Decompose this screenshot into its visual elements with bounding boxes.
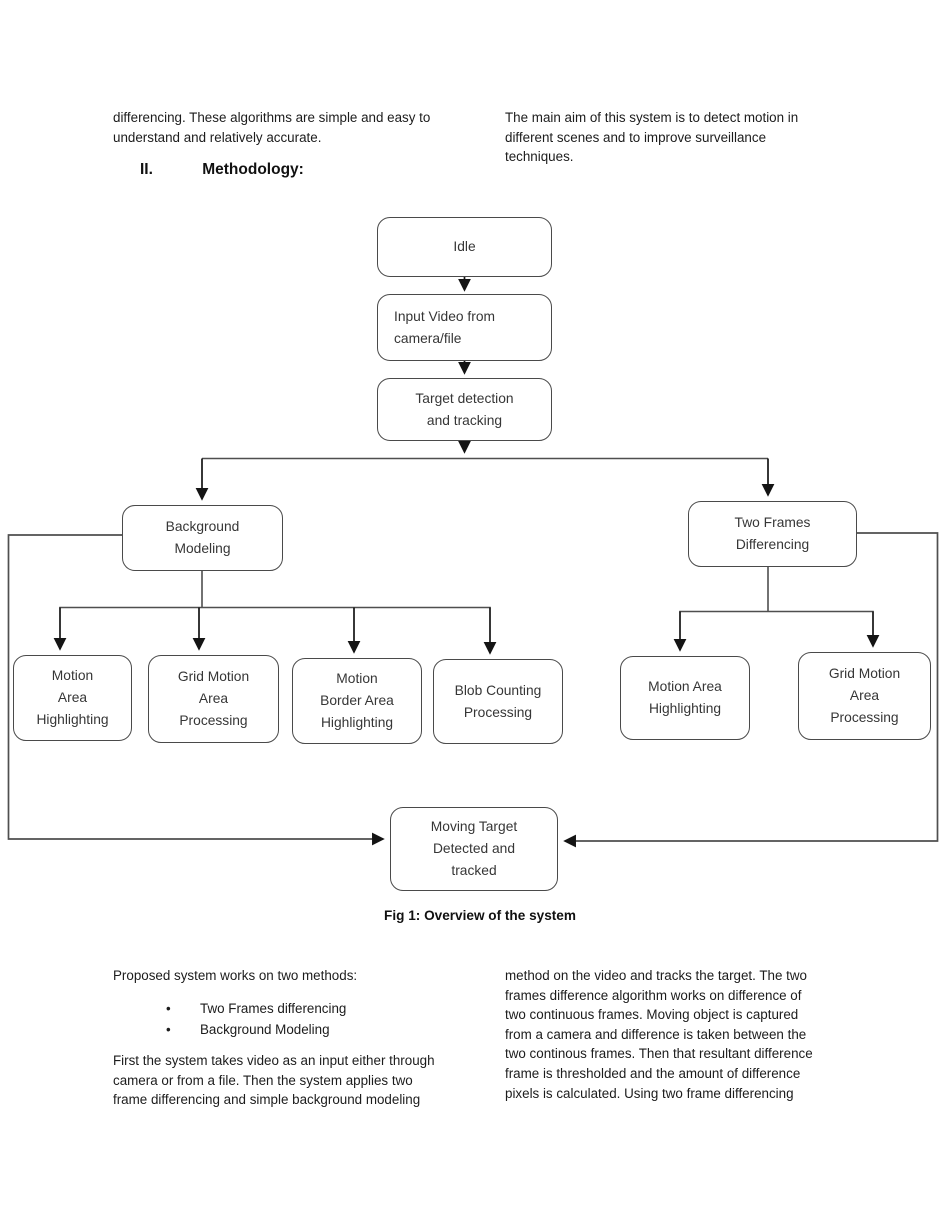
bullet-item-background-modeling: • Background Modeling	[166, 1020, 346, 1041]
section-title: Methodology:	[202, 161, 304, 178]
section-number: II.	[140, 161, 153, 178]
bullet-icon: •	[166, 1001, 171, 1016]
bullet-label: Background Modeling	[200, 1021, 330, 1037]
flowchart-node-idle: Idle	[377, 217, 552, 277]
paragraph-top-left: differencing. These algorithms are simpl…	[113, 110, 431, 145]
bullet-icon: •	[166, 1021, 171, 1037]
section-heading-methodology: II. Methodology:	[140, 161, 304, 179]
figure-caption: Fig 1: Overview of the system	[384, 908, 576, 923]
paragraph-top-right: The main aim of this system is to detect…	[505, 110, 799, 165]
bullet-label: Two Frames differencing	[200, 1001, 347, 1016]
paragraph-methods-intro: Proposed system works on two methods:	[113, 968, 358, 983]
paragraph-bottom-left: First the system takes video as an input…	[113, 1053, 435, 1108]
paragraph-bottom-right: method on the video and tracks the targe…	[505, 968, 813, 1101]
bullet-item-two-frames: • Two Frames differencing	[166, 999, 346, 1020]
methods-bullet-list: • Two Frames differencing • Background M…	[166, 999, 346, 1040]
